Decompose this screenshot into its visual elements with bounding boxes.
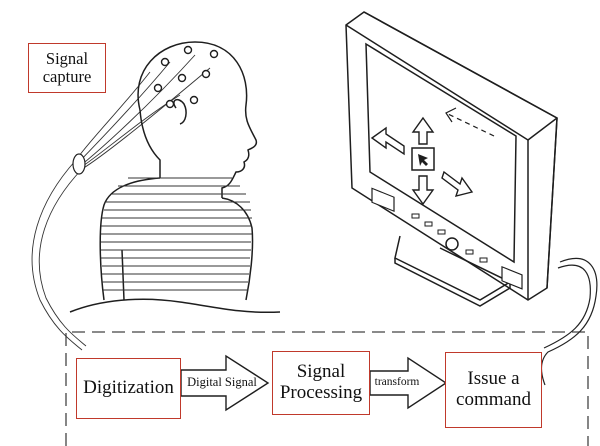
cursor-icon — [411, 147, 435, 171]
shirt-stripes — [101, 177, 252, 291]
issue-command-box: Issue a command — [445, 352, 542, 428]
pipeline-dashed-frame — [65, 331, 589, 446]
arrow-down-icon — [411, 175, 435, 206]
flow-arrow-transform — [369, 356, 448, 410]
arrow-left-icon — [370, 126, 405, 156]
electrodes — [153, 45, 219, 109]
dashed-motion-arrow — [445, 107, 495, 137]
digitization-box: Digitization — [76, 358, 181, 419]
head-with-electrodes-icon — [69, 41, 281, 314]
computer-monitor-icon — [345, 11, 558, 307]
flow-arrow-digital-signal — [180, 354, 270, 412]
signal-capture-box: Signal capture — [28, 43, 106, 93]
arrow-right-icon — [441, 170, 474, 197]
cable-clamp — [72, 153, 86, 175]
signal-processing-box: Signal Processing — [272, 351, 370, 415]
digital-signal-label: Digital Signal — [187, 375, 257, 389]
arrow-up-icon — [411, 116, 435, 145]
transform-label: transform — [374, 376, 420, 388]
